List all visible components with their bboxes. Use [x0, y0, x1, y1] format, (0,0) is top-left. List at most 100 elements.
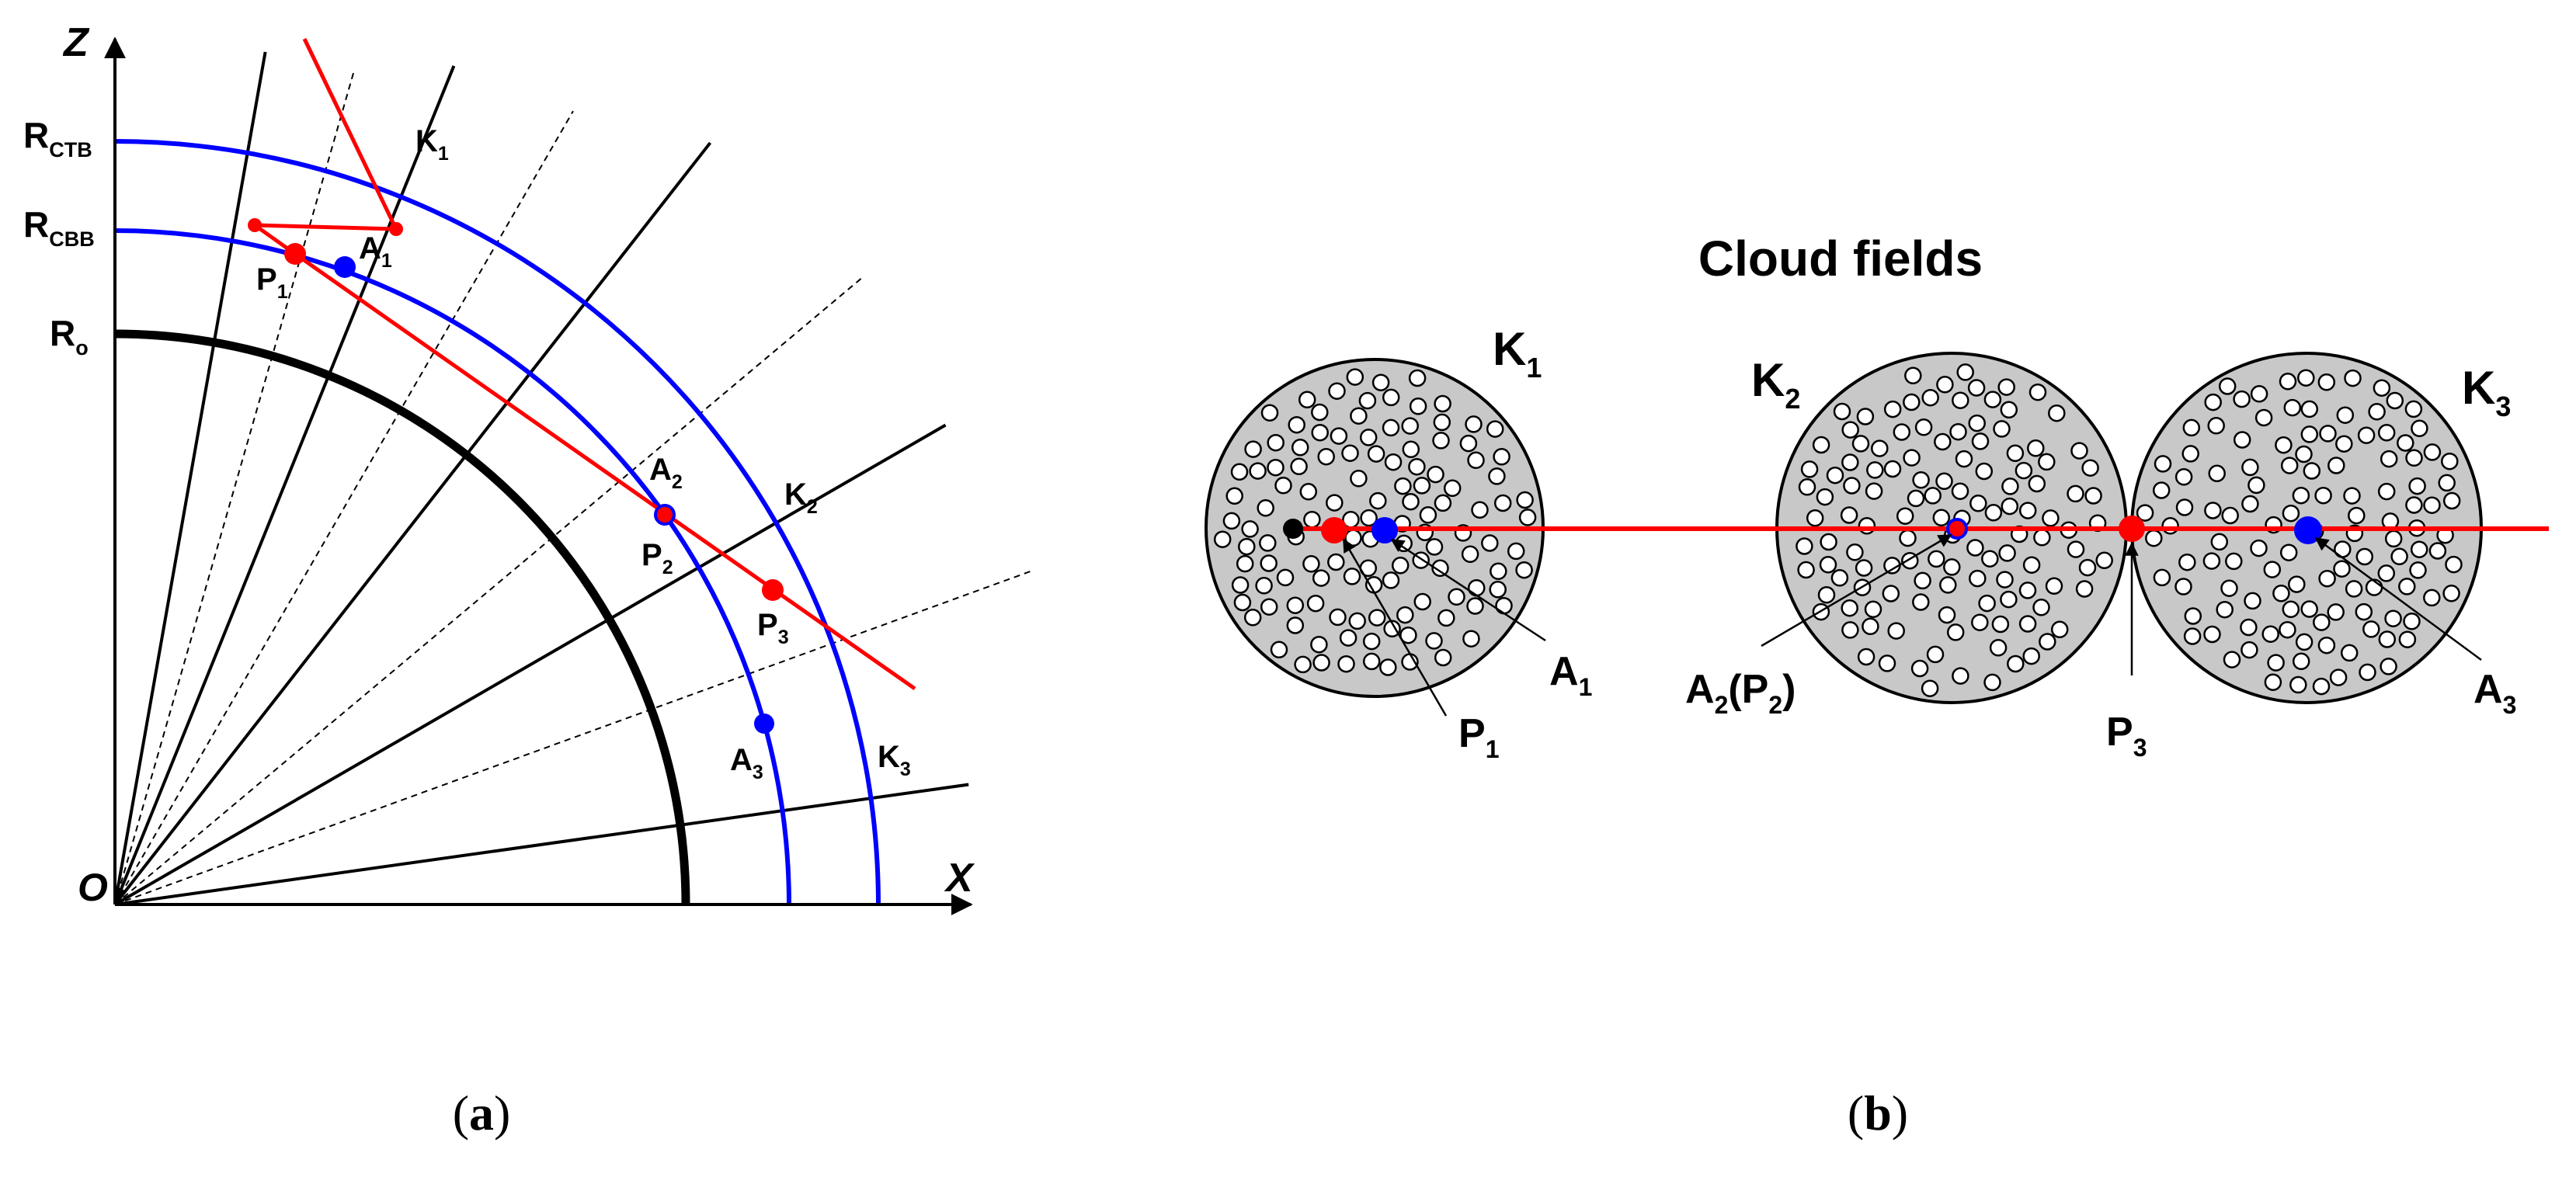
- droplet: [1303, 510, 1321, 529]
- droplet: [1904, 366, 1922, 385]
- droplet: [2343, 487, 2361, 505]
- droplet: [2078, 558, 2097, 577]
- droplet: [1467, 451, 1485, 470]
- droplet: [1796, 537, 1813, 555]
- origin-label: O: [78, 866, 108, 909]
- droplet: [1833, 402, 1851, 421]
- droplet: [1259, 534, 1277, 552]
- droplet: [1233, 593, 1252, 612]
- droplet: [1887, 622, 1905, 640]
- droplet: [1841, 621, 1859, 639]
- droplet: [1969, 495, 1987, 512]
- label-p3-b: P3: [2106, 710, 2147, 762]
- droplet: [2292, 652, 2310, 671]
- droplet: [1350, 470, 1368, 488]
- droplet: [1459, 434, 1478, 453]
- droplet: [1907, 489, 1925, 508]
- label-k3-a: K3: [878, 740, 911, 780]
- droplet: [2007, 654, 2025, 673]
- droplet: [2378, 630, 2397, 648]
- droplet: [1857, 648, 1876, 666]
- point-a3: [754, 713, 774, 734]
- droplet: [1427, 465, 1444, 484]
- dashed-ray: [114, 68, 356, 905]
- droplet: [2355, 547, 2374, 566]
- droplet: [1983, 673, 2001, 692]
- panel-a: Z X O RCTB RCBB Ro K1 K2 K3 P1 A1 A2 P2 …: [23, 20, 1035, 1141]
- droplet: [1939, 576, 1957, 594]
- droplet: [1433, 413, 1451, 432]
- droplet: [2438, 474, 2456, 492]
- droplet: [2428, 542, 2447, 560]
- droplet: [1997, 378, 2015, 396]
- droplet: [1260, 404, 1279, 422]
- label-r-ctb: RCTB: [23, 115, 92, 161]
- droplet: [2377, 564, 2396, 582]
- droplet: [2241, 495, 2259, 513]
- droplet: [1800, 460, 1819, 478]
- droplet: [1882, 585, 1900, 602]
- droplet: [1413, 477, 1431, 495]
- droplet: [2317, 373, 2336, 391]
- droplet: [1797, 561, 1815, 579]
- droplet: [1236, 554, 1254, 573]
- droplet: [1981, 550, 1999, 568]
- droplet: [1866, 461, 1884, 479]
- droplet: [2312, 677, 2331, 696]
- droplet: [1903, 393, 1921, 411]
- label-a3-a: A3: [730, 743, 763, 783]
- droplet: [1255, 577, 1273, 595]
- droplet: [2241, 458, 2259, 477]
- label-k3-b: K3: [2462, 362, 2511, 422]
- droplet: [1841, 421, 1859, 439]
- droplet: [2313, 613, 2331, 631]
- point-a2-p2: [654, 504, 676, 526]
- droplet: [2241, 641, 2258, 659]
- droplet: [1312, 569, 1330, 587]
- droplet: [1949, 422, 1967, 441]
- droplet: [2327, 457, 2345, 474]
- droplet: [2207, 417, 2225, 435]
- droplet: [1288, 415, 1305, 434]
- droplet: [1434, 648, 1452, 667]
- droplet: [2397, 434, 2414, 452]
- droplet: [1437, 609, 1455, 627]
- droplet: [1969, 569, 1987, 588]
- droplet: [1996, 571, 2014, 588]
- label-k1-a: K1: [415, 124, 449, 165]
- droplet: [1956, 363, 1974, 381]
- droplet: [2183, 627, 2202, 645]
- droplet: [1359, 429, 1378, 446]
- droplet: [2075, 580, 2094, 598]
- droplet: [1294, 655, 1312, 674]
- droplet: [2018, 615, 2037, 633]
- droplet: [1858, 517, 1876, 535]
- droplet: [2380, 450, 2398, 468]
- droplet: [1515, 561, 1533, 579]
- z-axis-label: Z: [62, 20, 90, 65]
- droplet: [2405, 449, 2423, 467]
- droplet: [2161, 517, 2179, 535]
- droplet: [1951, 482, 1969, 500]
- droplet: [1286, 616, 1305, 634]
- droplet: [1855, 559, 1873, 577]
- droplet: [2039, 633, 2056, 651]
- droplet: [1518, 509, 1537, 526]
- label-p2-a: P2: [641, 538, 673, 578]
- droplet: [1878, 654, 1896, 672]
- caption-a: (a): [453, 1085, 511, 1141]
- droplet: [1396, 606, 1414, 624]
- droplet: [2442, 585, 2460, 602]
- droplet: [1409, 398, 1427, 415]
- droplet: [1934, 432, 1952, 451]
- droplet: [2386, 391, 2404, 410]
- droplet: [1241, 520, 1259, 538]
- droplet: [1341, 444, 1359, 462]
- droplet: [1910, 659, 1929, 678]
- droplet: [1382, 571, 1400, 589]
- leader-lines: [1342, 533, 2482, 717]
- droplet: [2398, 630, 2417, 648]
- droplet: [2272, 585, 2290, 602]
- droplet: [2300, 400, 2319, 418]
